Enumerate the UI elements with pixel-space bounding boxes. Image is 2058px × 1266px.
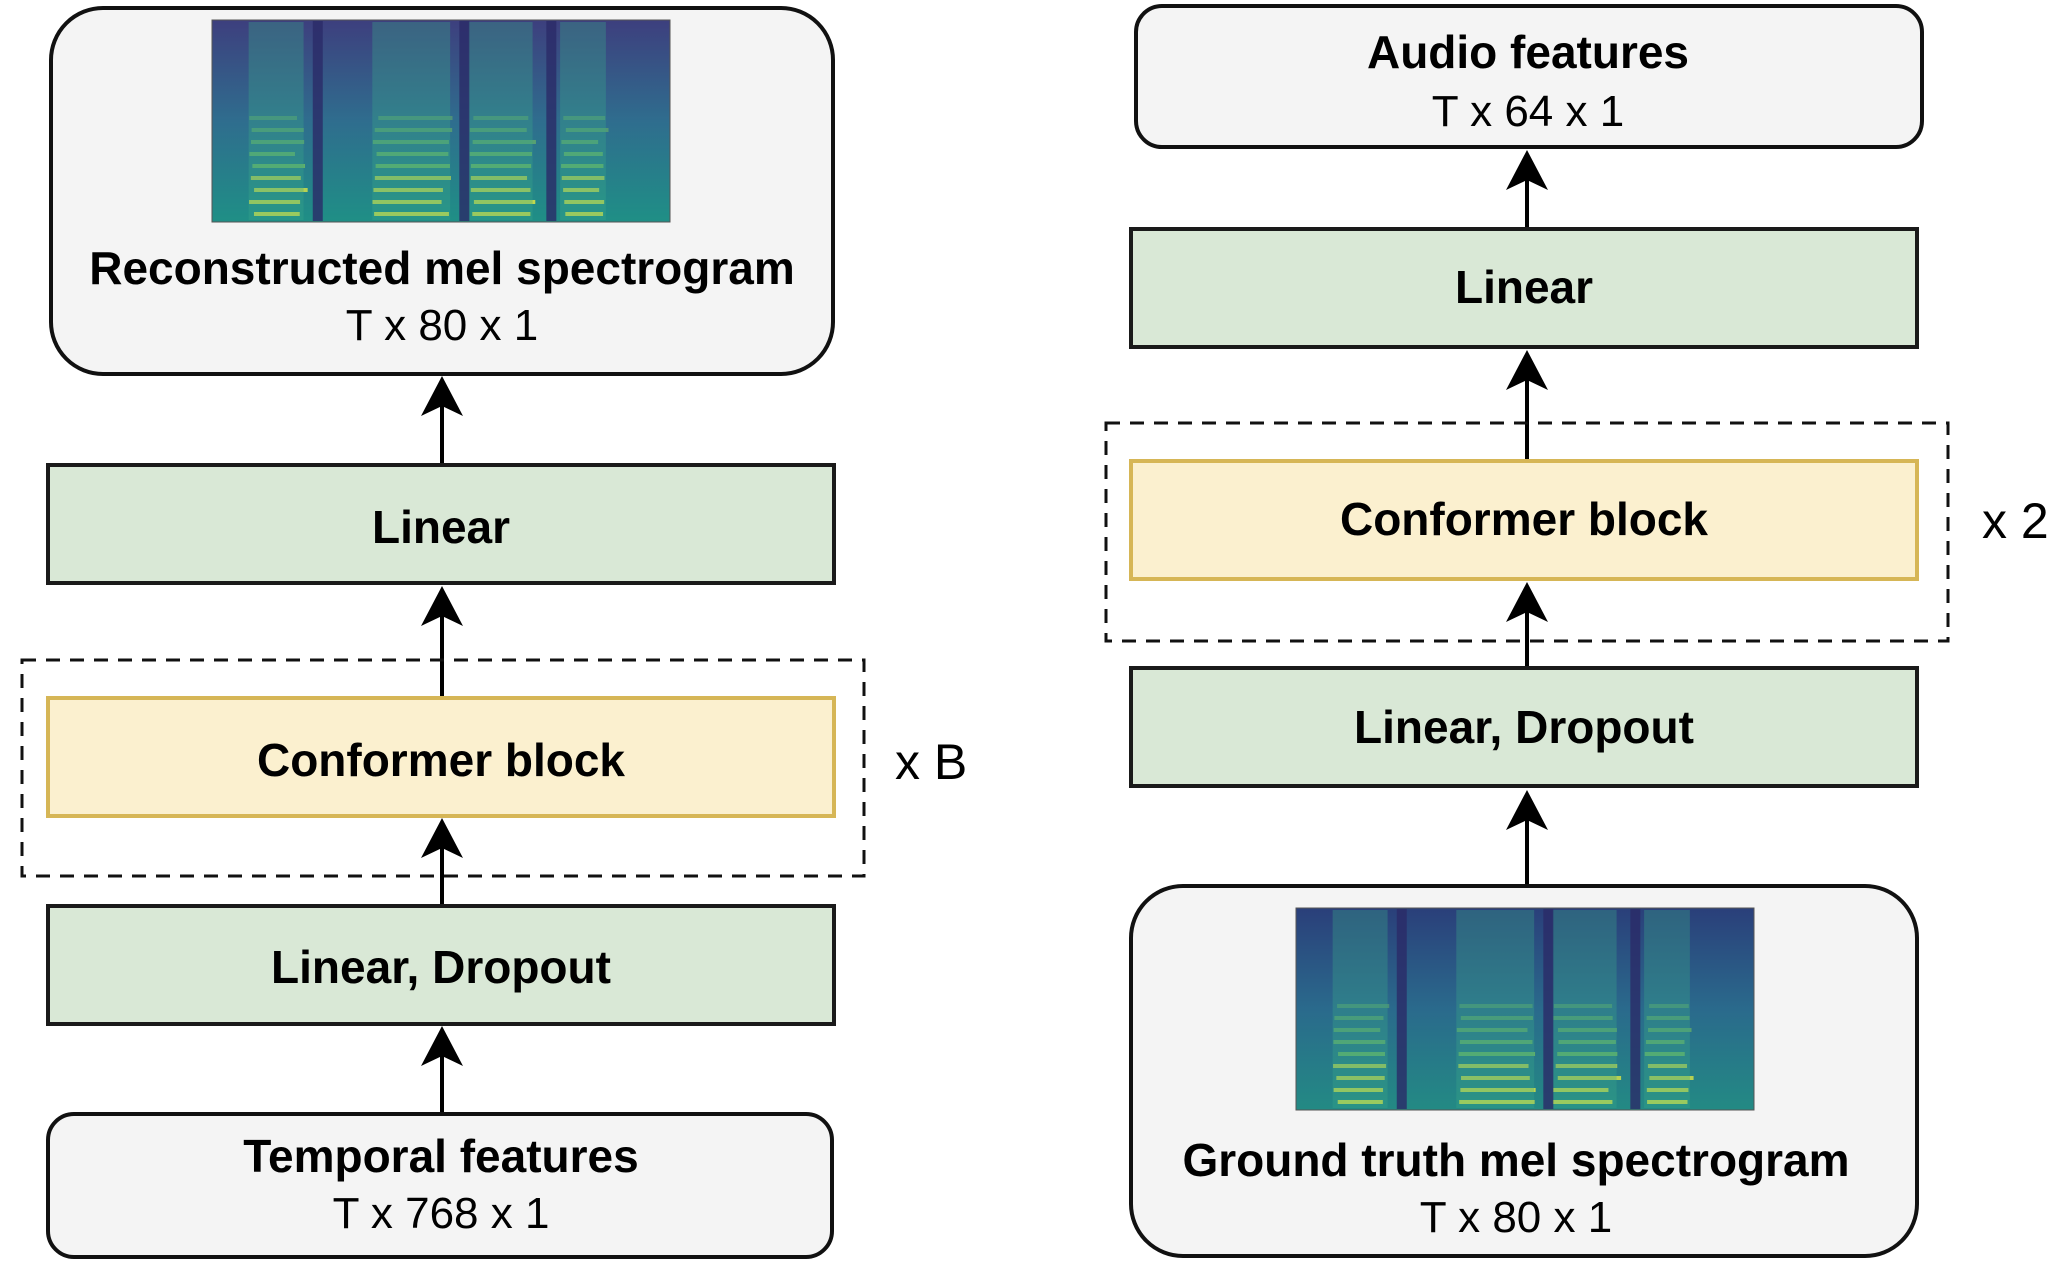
encoder-conformer-frame — [1129, 459, 1919, 581]
ground-truth-mel-shape: T x 80 x 1 — [1420, 1193, 1612, 1242]
arrow-conformer-to-linear — [421, 586, 463, 697]
decoder-linear-dropout-frame — [46, 904, 836, 1026]
ground-truth-mel-spectrogram-image — [1295, 907, 1755, 1111]
reconstructed-mel-shape: T x 80 x 1 — [346, 301, 538, 350]
decoder-linear-dropout-box: Linear, Dropout — [46, 904, 836, 1026]
arrow-enc-linear-to-output — [1506, 150, 1548, 229]
audio-features-shape: T x 64 x 1 — [1432, 87, 1624, 136]
decoder-conformer-box: Conformer block — [46, 696, 836, 818]
encoder-repeat-group — [1104, 421, 1950, 643]
encoder-linear-dropout-box: Linear, Dropout — [1129, 666, 1919, 788]
temporal-features-shape: T x 768 x 1 — [333, 1189, 550, 1238]
arrow-enc-conformer-to-linear — [1506, 350, 1548, 461]
decoder-linear-label: Linear — [372, 501, 510, 553]
decoder-conformer-frame — [46, 696, 836, 818]
decoder-linear-dropout-label: Linear, Dropout — [271, 941, 611, 993]
decoder-linear-frame — [46, 463, 836, 585]
reconstructed-mel-title: Reconstructed mel spectrogram — [89, 242, 795, 294]
encoder-linear-box: Linear — [1129, 227, 1919, 349]
arrow-enc-input-to-dropout — [1506, 790, 1548, 886]
encoder-linear-label: Linear — [1455, 261, 1593, 313]
audio-features-title: Audio features — [1367, 26, 1689, 78]
encoder-repeat-label: x 2 — [1982, 493, 2049, 549]
decoder-conformer-label: Conformer block — [257, 734, 625, 786]
encoder-branch: Audio features T x 64 x 1 Linear Conform… — [1104, 4, 2049, 1258]
temporal-features-title: Temporal features — [243, 1130, 638, 1182]
temporal-features-frame — [46, 1112, 834, 1259]
encoder-conformer-label: Conformer block — [1340, 493, 1708, 545]
audio-features-frame — [1134, 4, 1924, 149]
arrow-input-to-dropout — [421, 1026, 463, 1114]
decoder-linear-box: Linear — [46, 463, 836, 585]
encoder-conformer-box: Conformer block — [1129, 459, 1919, 581]
arrow-enc-dropout-to-conformer — [1506, 582, 1548, 668]
reconstructed-mel-box: Reconstructed mel spectrogram T x 80 x 1 — [49, 6, 835, 376]
temporal-features-box: Temporal features T x 768 x 1 — [46, 1112, 834, 1259]
decoder-repeat-group — [20, 658, 866, 878]
encoder-linear-dropout-label: Linear, Dropout — [1354, 701, 1694, 753]
decoder-repeat-label: x B — [895, 734, 967, 790]
encoder-linear-frame — [1129, 227, 1919, 349]
encoder-linear-dropout-frame — [1129, 666, 1919, 788]
ground-truth-mel-title: Ground truth mel spectrogram — [1182, 1134, 1849, 1186]
ground-truth-mel-box: Ground truth mel spectrogram T x 80 x 1 — [1129, 884, 1919, 1258]
arrow-dropout-to-conformer — [421, 818, 463, 905]
audio-features-box: Audio features T x 64 x 1 — [1134, 4, 1924, 149]
decoder-branch: Reconstructed mel spectrogram T x 80 x 1… — [20, 6, 967, 1259]
arrow-linear-to-output — [421, 376, 463, 464]
reconstructed-mel-spectrogram-image — [211, 19, 671, 223]
